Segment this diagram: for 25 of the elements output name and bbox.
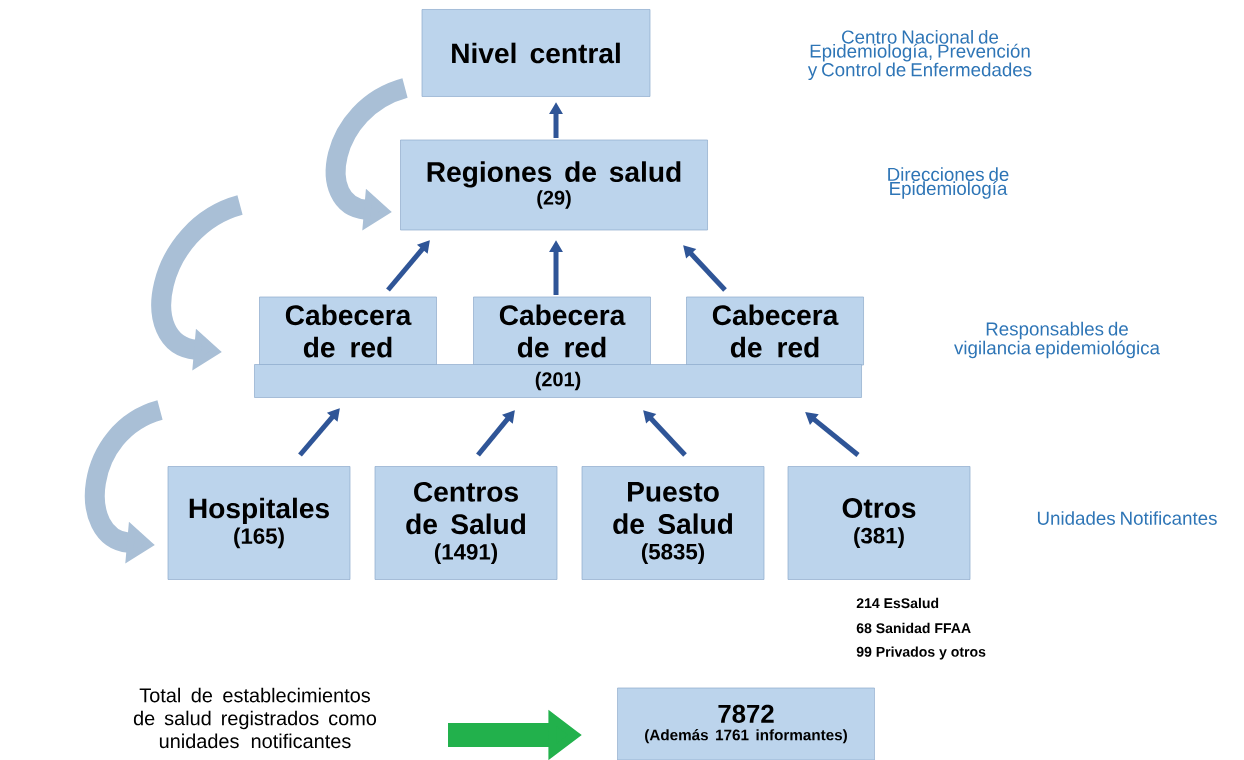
arrow <box>643 410 687 457</box>
level-label: Unidades Notificantes <box>1037 511 1217 525</box>
level-label: Direcciones de Epidemiología <box>888 167 1009 199</box>
level-box: Nivel central <box>421 9 651 97</box>
unit-box: Otros (381) <box>787 466 971 580</box>
note-text: 214 EsSalud <box>856 597 939 609</box>
level-box: Regiones de salud (29) <box>400 139 708 231</box>
note-text: 99 Privados y otros <box>856 646 986 660</box>
level-label: Centro Nacional de Epidemiología, Prevención y Control de Enfermedades <box>807 29 1032 81</box>
count-band: (201) <box>254 364 862 398</box>
arrow <box>476 410 515 457</box>
network-box: Cabecera de red <box>686 296 864 366</box>
arrow <box>805 412 860 457</box>
note-text: 68 Sanidad FFAA <box>856 622 971 634</box>
unit-box: Centros de Salud (1491) <box>374 466 558 580</box>
unit-box: Hospitales (165) <box>167 466 351 580</box>
arrow <box>683 245 727 292</box>
arrow <box>298 408 340 457</box>
network-box: Cabecera de red <box>259 296 437 366</box>
arrow <box>386 240 430 292</box>
network-box: Cabecera de red <box>473 296 651 366</box>
unit-box: Puesto de Salud (5835) <box>581 466 765 580</box>
total-text: Total de establecimientos de salud registrados como unidades notificantes <box>133 687 377 749</box>
total-box: 7872 (Además 1761 informantes) <box>617 687 875 760</box>
level-label: Responsables de vigilancia epidemiológica <box>954 321 1160 359</box>
